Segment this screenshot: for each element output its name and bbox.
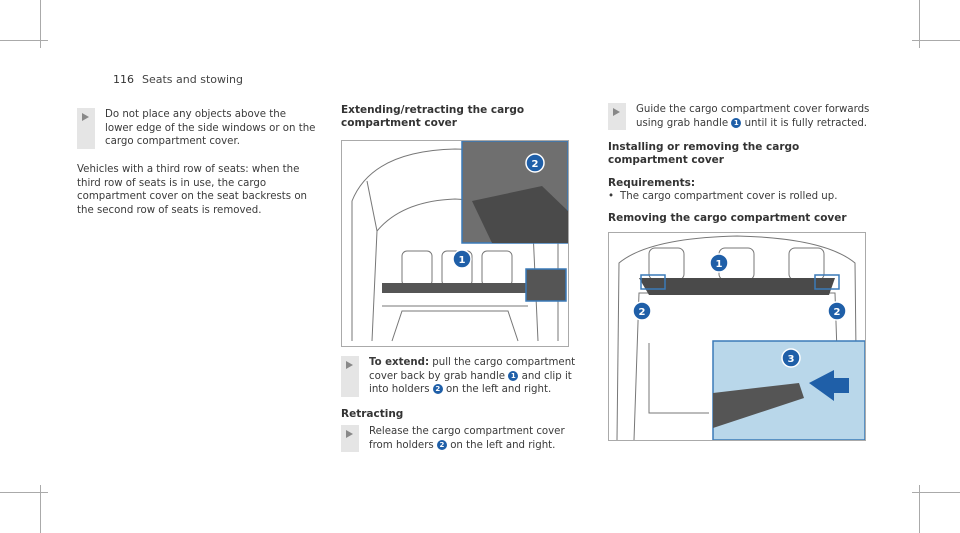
warning-text: Do not place any objects above the lower… bbox=[105, 109, 316, 147]
section-title: Seats and stowing bbox=[142, 73, 244, 86]
requirements-heading: Requirements: bbox=[608, 177, 696, 189]
extend-text-3: on the left and right. bbox=[446, 384, 552, 395]
svg-text:2: 2 bbox=[639, 307, 646, 318]
figure-extend: 2 1 bbox=[341, 140, 569, 347]
note-bar bbox=[608, 103, 626, 130]
svg-text:3: 3 bbox=[788, 354, 795, 365]
crop-mark bbox=[919, 485, 920, 533]
retract-heading-wrap: Retracting bbox=[341, 408, 581, 421]
badge-1: 1 bbox=[731, 117, 742, 128]
crop-mark bbox=[40, 0, 41, 48]
page-number: 116 bbox=[113, 73, 134, 86]
note-bar bbox=[77, 108, 95, 149]
arrow-icon bbox=[613, 108, 620, 116]
crop-mark bbox=[0, 40, 48, 41]
arrow-icon bbox=[82, 113, 89, 121]
extend-label: To extend: bbox=[369, 357, 430, 368]
section-heading: Extending/retracting the cargo compartme… bbox=[341, 104, 525, 129]
arrow-icon bbox=[346, 361, 353, 369]
requirement-item: • The cargo compartment cover is rolled … bbox=[608, 190, 870, 204]
page-header: 116 Seats and stowing bbox=[113, 73, 243, 86]
requirement-text: The cargo compartment cover is rolled up… bbox=[620, 191, 838, 202]
retract-text-2: on the left and right. bbox=[450, 439, 556, 451]
guide-text-1: Guide the cargo compartment cover forwar… bbox=[636, 104, 870, 129]
crop-mark bbox=[912, 40, 960, 41]
extend-step: To extend: pull the cargo compartment co… bbox=[341, 356, 586, 397]
guide-text-2: until it is fully retracted. bbox=[744, 117, 868, 129]
note-bar bbox=[341, 356, 359, 397]
svg-text:1: 1 bbox=[716, 259, 723, 270]
svg-text:2: 2 bbox=[532, 159, 539, 170]
crop-mark bbox=[0, 492, 48, 493]
remove-heading: Removing the cargo compartment cover bbox=[608, 211, 847, 224]
warning-note: Do not place any objects above the lower… bbox=[77, 108, 317, 149]
left-paragraph: Vehicles with a third row of seats: when… bbox=[77, 163, 325, 217]
badge-2: 2 bbox=[432, 384, 443, 394]
svg-text:1: 1 bbox=[459, 255, 466, 266]
guide-step: Guide the cargo compartment cover forwar… bbox=[608, 103, 870, 130]
crop-mark bbox=[919, 0, 920, 48]
middle-column: Extending/retracting the cargo compartme… bbox=[341, 104, 581, 130]
retract-instruction: Release the cargo compartment cover from… bbox=[341, 425, 586, 452]
bullet-icon: • bbox=[608, 191, 615, 202]
guide-instruction: Guide the cargo compartment cover forwar… bbox=[608, 103, 870, 130]
retract-text-1: Release the cargo compartment cover from… bbox=[369, 426, 565, 451]
car-rear-illustration: 2 1 bbox=[351, 140, 569, 342]
install-heading: Installing or removing the cargo compart… bbox=[608, 141, 800, 166]
extend-instruction: To extend: pull the cargo compartment co… bbox=[341, 356, 586, 397]
crop-mark bbox=[40, 485, 41, 533]
retracting-heading: Retracting bbox=[341, 408, 404, 420]
arrow-icon bbox=[346, 430, 353, 438]
cargo-cover-illustration: 1 2 2 3 bbox=[616, 235, 866, 441]
install-block: Installing or removing the cargo compart… bbox=[608, 141, 870, 225]
extend-text-2: and clip it into holders bbox=[369, 370, 572, 396]
badge-1: 1 bbox=[508, 370, 519, 381]
left-column: Do not place any objects above the lower… bbox=[77, 108, 317, 149]
crop-mark bbox=[912, 492, 960, 493]
note-bar bbox=[341, 425, 359, 452]
svg-text:2: 2 bbox=[834, 307, 841, 318]
badge-2: 2 bbox=[436, 439, 447, 450]
third-row-text: Vehicles with a third row of seats: when… bbox=[77, 164, 308, 216]
figure-remove: 1 2 2 3 bbox=[608, 232, 866, 441]
extend-text-1: pull the cargo compartment cover back by… bbox=[369, 357, 576, 382]
retract-step: Release the cargo compartment cover from… bbox=[341, 425, 586, 452]
